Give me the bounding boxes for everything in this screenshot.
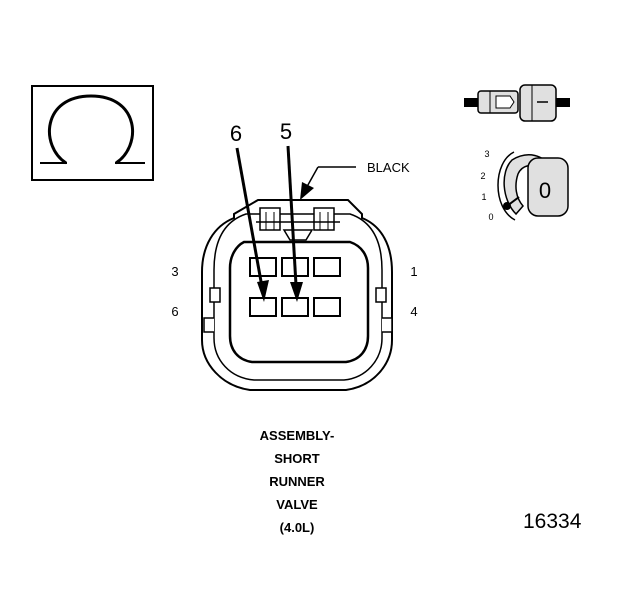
pin-label: 1 — [410, 264, 417, 279]
title-line: SHORT — [274, 451, 320, 466]
wire-color-label: BLACK — [367, 160, 410, 175]
probe-label-left: 6 — [230, 121, 242, 146]
meter-scale-mark: 1 — [481, 192, 486, 202]
ohmmeter-dial-icon: 0 3 2 1 0 — [480, 149, 569, 222]
meter-scale-mark: 0 — [488, 212, 493, 222]
component-title: ASSEMBLY- SHORT RUNNER VALVE (4.0L) — [260, 428, 335, 535]
meter-scale-mark: 3 — [484, 149, 489, 159]
title-line: ASSEMBLY- — [260, 428, 335, 443]
wire-color-pointer — [300, 166, 356, 200]
ohm-symbol-box — [31, 85, 154, 181]
probe-arrow-right — [286, 145, 303, 302]
pin-label: 4 — [410, 304, 417, 319]
connector-mating-icon — [464, 84, 570, 122]
probe-label-right: 5 — [280, 119, 292, 144]
title-line: (4.0L) — [280, 520, 315, 535]
pin-label: 3 — [171, 264, 178, 279]
title-line: VALVE — [276, 497, 318, 512]
ohm-icon — [40, 94, 145, 165]
meter-scale-mark: 2 — [480, 171, 485, 181]
title-line: RUNNER — [269, 474, 325, 489]
meter-reading: 0 — [539, 178, 551, 203]
probe-arrow-left — [235, 147, 269, 302]
pin-label: 6 — [171, 304, 178, 319]
figure-number: 16334 — [523, 510, 582, 533]
